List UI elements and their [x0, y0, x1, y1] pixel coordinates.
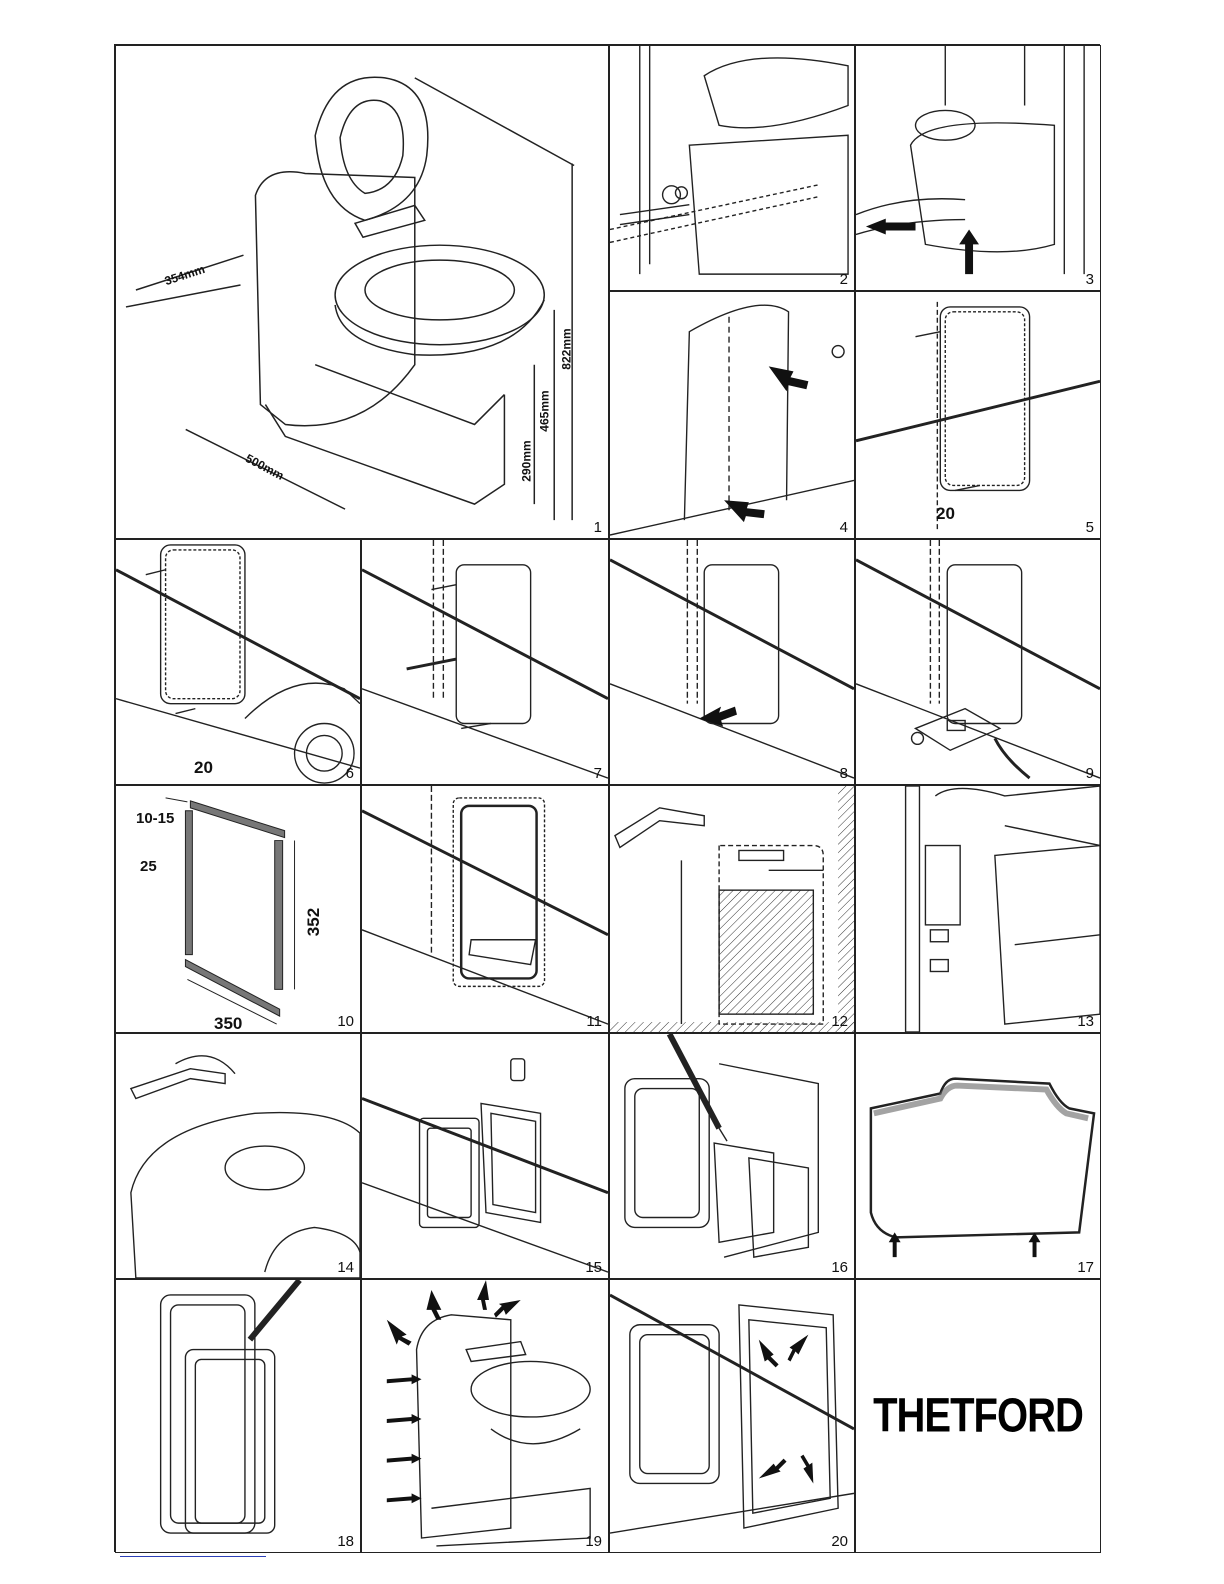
figure-number: 18 [337, 1533, 354, 1550]
figure-number: 13 [1077, 1013, 1094, 1030]
toilet-dimensions-drawing [116, 46, 608, 538]
figure-number: 5 [1086, 519, 1094, 536]
figure-3-panel: 3 [855, 45, 1101, 291]
figure-number: 15 [585, 1259, 602, 1276]
figure-number: 6 [346, 765, 354, 782]
figure-20-panel: 20 [609, 1279, 855, 1553]
figure-number: 4 [840, 519, 848, 536]
figure-number: 1 [594, 519, 602, 536]
dimension-label: 20 [936, 504, 955, 524]
drawing-15 [362, 1034, 608, 1278]
dimension-label: 350 [214, 1014, 242, 1033]
figure-number: 14 [337, 1259, 354, 1276]
figure-number: 19 [585, 1533, 602, 1550]
figure-19-panel: 19 [361, 1279, 609, 1553]
drawing-9 [856, 540, 1100, 784]
figure-number: 10 [337, 1013, 354, 1030]
dimension-label: 25 [140, 858, 157, 875]
figure-18-panel: 18 [115, 1279, 361, 1553]
dimension-height-low-label: 290mm [520, 440, 534, 481]
drawing-13 [856, 786, 1100, 1032]
dimension-label: 20 [194, 758, 213, 778]
drawing-8 [610, 540, 854, 784]
figure-4-panel: 4 [609, 291, 855, 539]
figure-11-panel: 11 [361, 785, 609, 1033]
figure-2-panel: 2 [609, 45, 855, 291]
figure-number: 3 [1086, 271, 1094, 288]
instruction-sheet: 354mm 500mm 290mm 465mm 822mm 1 2 [114, 44, 1100, 1552]
figure-number: 7 [594, 765, 602, 782]
drawing-6 [116, 540, 360, 784]
figure-15-panel: 15 [361, 1033, 609, 1279]
figure-number: 2 [840, 271, 848, 288]
figure-6-panel: 20 6 [115, 539, 361, 785]
figure-number: 12 [831, 1013, 848, 1030]
figure-17-panel: 17 [855, 1033, 1101, 1279]
figure-number: 20 [831, 1533, 848, 1550]
drawing-2 [610, 46, 854, 290]
drawing-16 [610, 1034, 854, 1278]
figure-10-panel: 10-15 25 352 350 10 [115, 785, 361, 1033]
figure-number: 11 [586, 1013, 602, 1030]
dimension-height-mid-label: 465mm [538, 390, 552, 431]
figure-14-panel: 14 [115, 1033, 361, 1279]
figure-12-panel: 12 [609, 785, 855, 1033]
figure-7-panel: 7 [361, 539, 609, 785]
figure-13-panel: 13 [855, 785, 1101, 1033]
drawing-5 [856, 292, 1100, 538]
dimension-label: 10-15 [136, 810, 174, 827]
drawing-3 [856, 46, 1100, 290]
drawing-18 [116, 1280, 360, 1552]
drawing-19 [362, 1280, 608, 1552]
footer-underline [120, 1556, 266, 1557]
drawing-11 [362, 786, 608, 1032]
figure-16-panel: 16 [609, 1033, 855, 1279]
figure-number: 8 [840, 765, 848, 782]
dimension-label: 352 [304, 908, 324, 936]
drawing-12 [610, 786, 854, 1032]
logo-panel: THETFORD [855, 1279, 1101, 1553]
brand-logo: THETFORD [856, 1280, 1100, 1552]
figure-number: 9 [1086, 765, 1094, 782]
brand-logo-text: THETFORD [873, 1389, 1083, 1443]
dimension-height-top-label: 822mm [560, 328, 574, 369]
drawing-20 [610, 1280, 854, 1552]
figure-8-panel: 8 [609, 539, 855, 785]
figure-number: 17 [1077, 1259, 1094, 1276]
figure-1-panel: 354mm 500mm 290mm 465mm 822mm 1 [115, 45, 609, 539]
figure-5-panel: 20 5 [855, 291, 1101, 539]
drawing-17 [856, 1034, 1100, 1278]
drawing-4 [610, 292, 854, 538]
drawing-14 [116, 1034, 360, 1278]
figure-number: 16 [831, 1259, 848, 1276]
drawing-7 [362, 540, 608, 784]
figure-9-panel: 9 [855, 539, 1101, 785]
